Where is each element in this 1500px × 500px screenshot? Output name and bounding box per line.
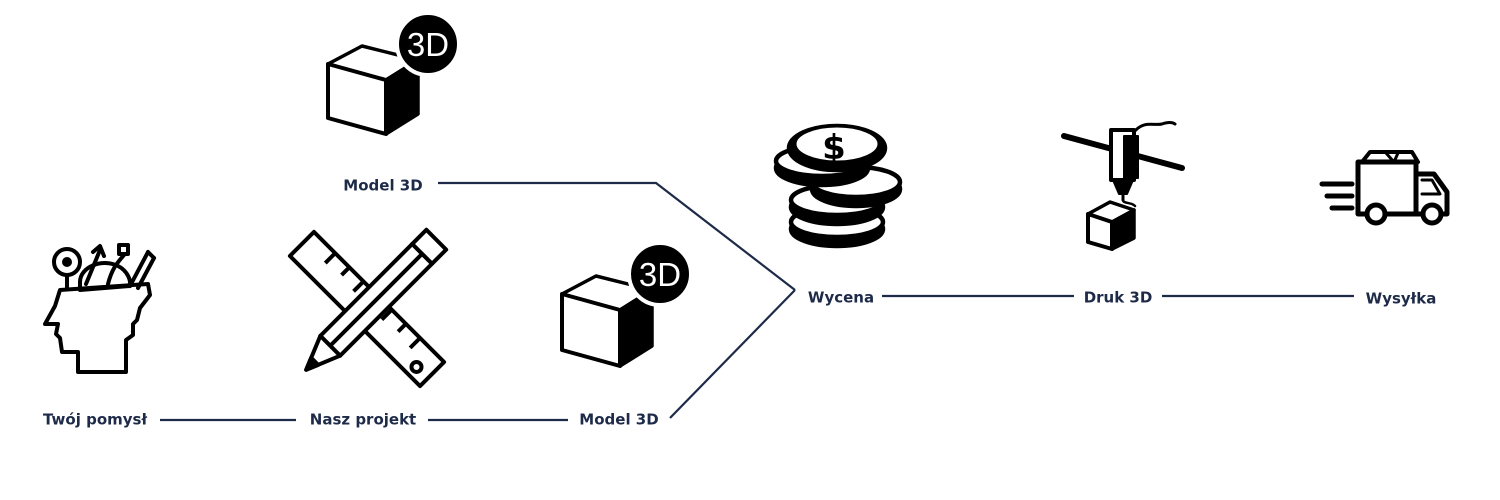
step-label-model-bottom: Model 3D xyxy=(579,410,659,429)
step-label-model-top: Model 3D xyxy=(343,176,423,195)
badge-3d-text: 3D xyxy=(407,26,449,63)
step-label-printing: Druk 3D xyxy=(1083,288,1153,307)
connector-model-top-pricing xyxy=(438,181,796,291)
head-idea-icon xyxy=(43,243,156,374)
step-label-idea: Twój pomysł xyxy=(42,410,148,429)
coins-dollar-icon: $ xyxy=(773,123,903,249)
connectors xyxy=(160,181,1354,422)
connector-model-bottom-pricing xyxy=(669,289,796,419)
step-label-design: Nasz projekt xyxy=(309,410,417,429)
cube-3d-icon: 3D xyxy=(326,11,461,136)
badge-3d-text: 3D xyxy=(639,256,681,293)
3d-printer-icon xyxy=(1061,121,1185,251)
step-label-shipping: Wysyłka xyxy=(1365,289,1437,308)
step-label-pricing: Wycena xyxy=(807,288,875,307)
cube-3d-icon: 3D xyxy=(560,241,693,368)
dollar-sign: $ xyxy=(822,128,846,168)
delivery-truck-icon xyxy=(1319,150,1450,226)
ruler-pencil-icon xyxy=(287,227,449,389)
